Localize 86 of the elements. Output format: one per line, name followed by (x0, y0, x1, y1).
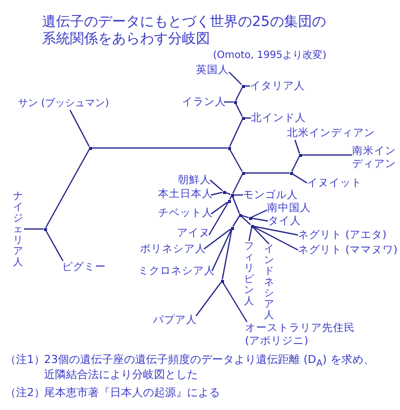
branch-line (45, 149, 90, 228)
branch-line (229, 149, 243, 172)
branch-line (241, 214, 249, 218)
branch-line (244, 172, 290, 174)
branch-line (222, 282, 248, 322)
population-label: イラン人 (182, 96, 226, 109)
branch-point (248, 216, 252, 220)
population-label: オーストラリア先住民 (アボリジニ) (245, 322, 357, 348)
population-label: インドネシア人 (264, 244, 274, 321)
population-label: フィリピン人 (244, 241, 254, 307)
branch-line (252, 227, 270, 244)
population-label: パプア人 (153, 314, 197, 327)
branch-line (241, 216, 251, 226)
branch-line (248, 227, 252, 242)
branch-point (242, 116, 244, 120)
population-label: 南中国人 (267, 202, 311, 215)
branch-point (228, 200, 230, 202)
population-label: モンゴル人 (243, 189, 298, 202)
branch-line (24, 228, 44, 230)
branch-line (251, 218, 268, 222)
branch-line (253, 226, 298, 236)
branch-line (302, 154, 352, 156)
population-label: イタリア人 (250, 80, 305, 93)
branch-line (234, 194, 243, 196)
branch-line (210, 180, 223, 192)
branch-point (220, 280, 224, 282)
branch-line (235, 103, 243, 117)
note-text: 尾本恵市著『日本人の起源』による (44, 385, 220, 400)
branch-line (228, 72, 242, 85)
population-label: ミクロネシア人 (138, 265, 215, 278)
branch-point (250, 224, 254, 228)
note-marker: （注1） (5, 352, 45, 367)
branch-line (224, 101, 234, 103)
branch-point (234, 100, 236, 104)
branch-point (238, 214, 242, 216)
branch-point (298, 154, 302, 156)
branch-point (228, 146, 230, 150)
population-label: イヌイット (307, 177, 362, 190)
branch-line (229, 119, 243, 147)
population-label: ナイジェリア人 (13, 191, 23, 268)
branch-line (229, 196, 232, 200)
population-label: 本土日本人 (158, 188, 213, 201)
branch-line (251, 209, 268, 218)
branch-line (204, 228, 231, 250)
branch-point (242, 84, 244, 88)
branch-point (290, 172, 292, 174)
population-label: サン (ブッシュマン) (18, 97, 109, 110)
population-label: ネグリト (アエタ) (298, 229, 387, 242)
branch-line (222, 229, 232, 280)
branch-line (232, 174, 243, 194)
diagram-title: 遺伝子のデータにもとづく世界の25の集団の系統関係をあらわす分岐図 (42, 14, 327, 48)
branch-point (88, 146, 92, 150)
population-label: 北米インディアン (287, 127, 375, 140)
branch-line (294, 140, 300, 154)
population-label: 英国人 (196, 64, 229, 77)
branch-line (210, 192, 223, 196)
population-label: アイヌ (177, 227, 210, 240)
branch-line (92, 147, 228, 149)
branch-point (222, 190, 226, 194)
population-label: 朝鮮人 (178, 174, 211, 187)
source-note: (Omoto, 1995より改変) (213, 48, 326, 63)
population-label: ネグリト (ママヌワ) (298, 244, 398, 257)
population-label: チベット人 (158, 207, 213, 220)
population-label: ピグミー (62, 261, 106, 274)
branch-line (211, 229, 232, 272)
population-label: 南米インディアン (352, 145, 400, 171)
branch-line (291, 156, 300, 172)
branch-line (69, 110, 90, 147)
branch-point (242, 172, 244, 174)
branch-line (232, 196, 240, 214)
population-label: ポリネシア人 (140, 243, 206, 256)
branch-point (44, 228, 46, 230)
branch-line (210, 202, 228, 214)
population-label: 北インド人 (251, 112, 306, 125)
branch-line (292, 173, 308, 184)
population-label: タイ人 (268, 215, 301, 228)
branch-line (235, 87, 243, 101)
branch-line (45, 230, 64, 262)
note-text: 23個の遺伝子座の遺伝子頻度のデータより遺伝距離 (D$_{A}$) を求め、近隣結合法により分岐図とした (44, 352, 376, 382)
branch-point (230, 194, 234, 196)
branch-line (208, 202, 229, 236)
branch-line (196, 282, 222, 316)
branch-line (253, 226, 298, 251)
branch-line (232, 216, 240, 227)
branch-point (230, 226, 234, 230)
note-marker: （注2） (5, 385, 45, 400)
